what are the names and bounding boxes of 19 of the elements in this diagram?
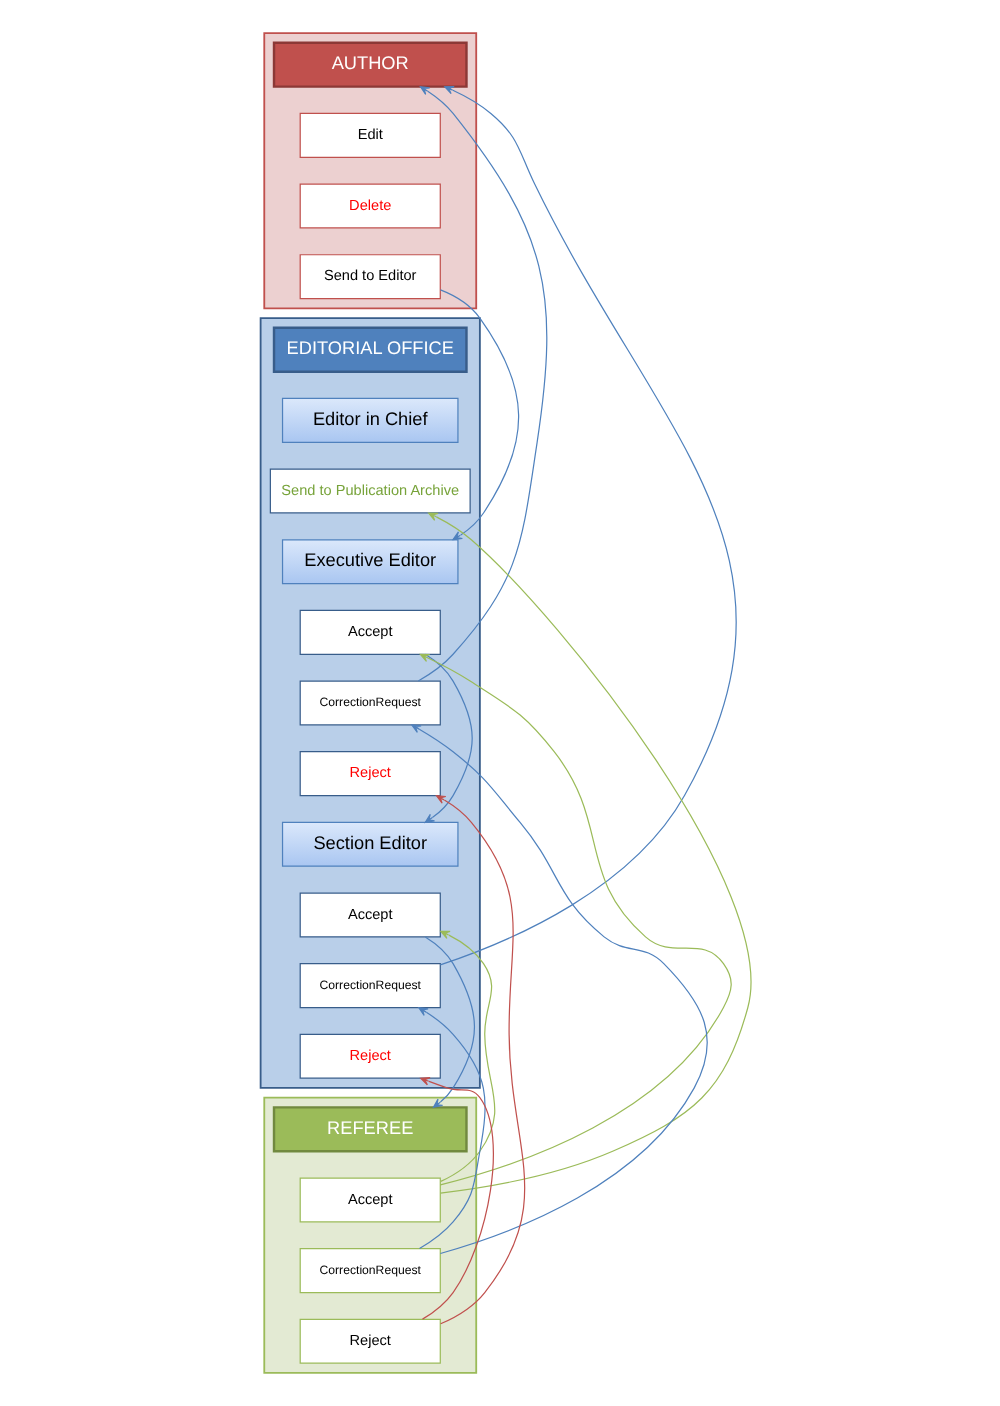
arrow — [438, 289, 519, 541]
arrow — [418, 653, 731, 1186]
arrow — [423, 936, 475, 1108]
arrow — [419, 1077, 493, 1320]
arrow — [439, 930, 495, 1183]
node-box: Editor in Chief — [280, 397, 458, 443]
arrow — [410, 724, 707, 1255]
arrow — [417, 1007, 485, 1250]
node-box: EDITORIAL OFFICE — [271, 326, 467, 373]
node-box: Section Editor — [280, 821, 458, 867]
node-box: AUTHOR — [271, 41, 467, 88]
arrow — [416, 86, 547, 682]
node-box: Executive Editor — [280, 539, 458, 585]
arrow — [438, 86, 736, 966]
arrow — [427, 512, 751, 1194]
cluster — [262, 32, 477, 310]
arrow — [423, 653, 472, 823]
arrow — [434, 795, 525, 1325]
node-box: REFEREE — [271, 1106, 467, 1153]
